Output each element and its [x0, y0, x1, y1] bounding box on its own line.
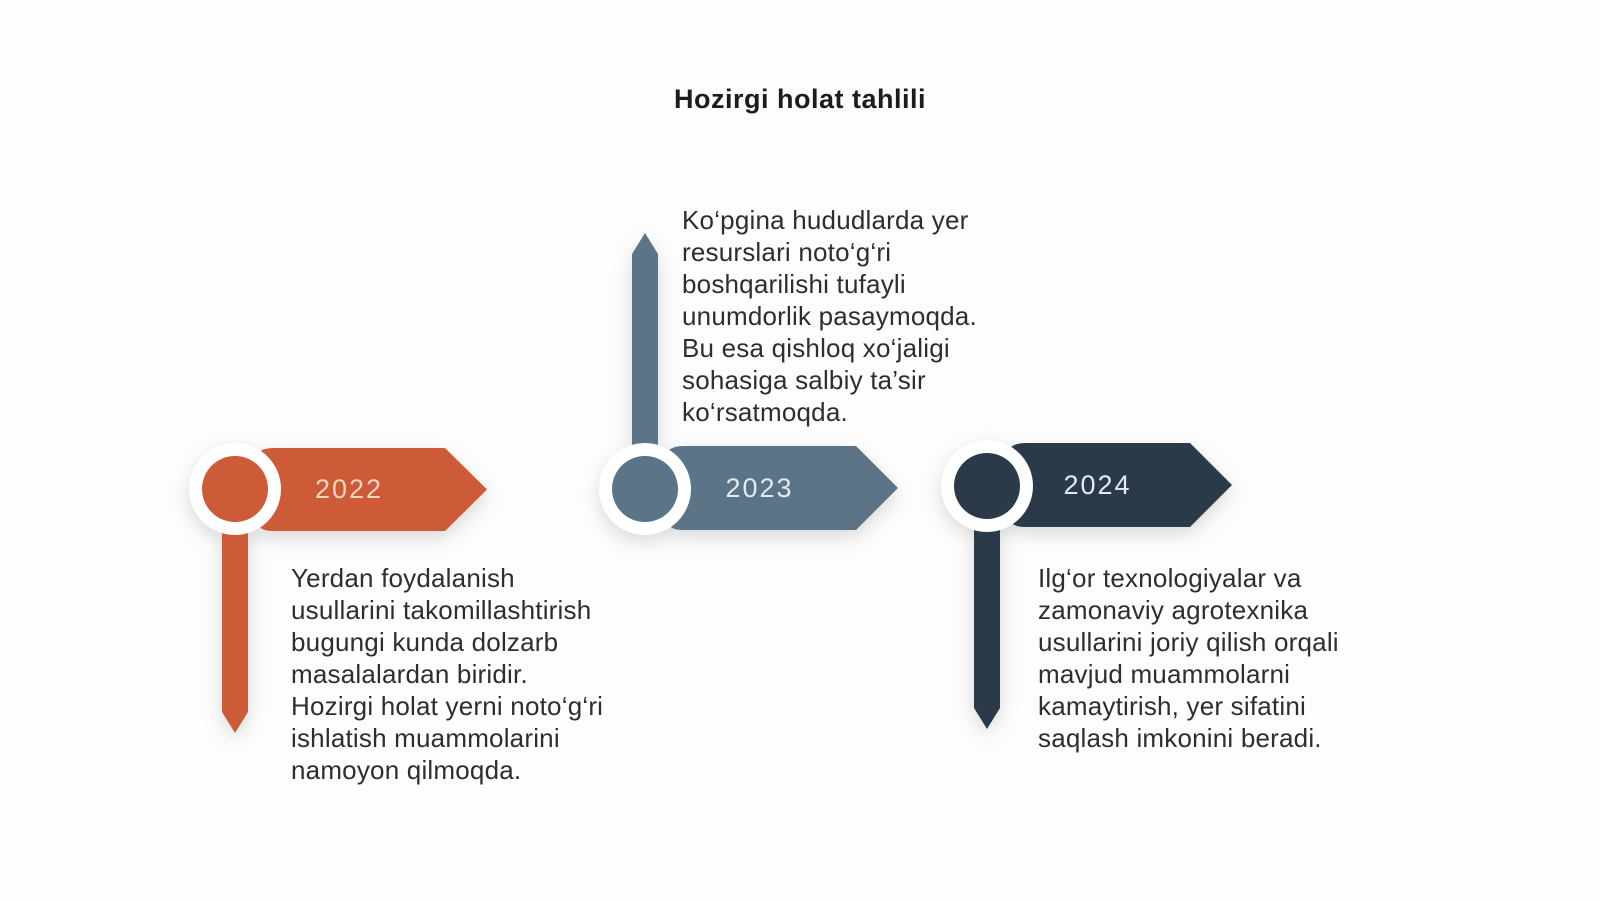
- milestone-2023-circle: [612, 456, 678, 522]
- milestone-2023-stem: [632, 233, 658, 475]
- milestone-2023-banner-arrow: [663, 446, 898, 530]
- milestone-2024-circle: [954, 453, 1020, 519]
- milestone-2024-group: [941, 440, 1232, 729]
- page-title: Hozirgi holat tahlili: [674, 84, 926, 114]
- milestone-2022-stem: [222, 505, 248, 733]
- milestone-2023-description: Ko‘pgina hududlarda yer resurslari noto‘…: [682, 205, 977, 427]
- milestone-2024-description: Ilg‘or texnologiyalar va zamonaviy agrot…: [1038, 563, 1339, 753]
- milestone-2022-banner-arrow: [253, 448, 487, 531]
- milestone-2022-description: Yerdan foydalanish usullarini takomillas…: [291, 563, 604, 785]
- milestone-2022-group: [189, 443, 487, 733]
- milestone-2024-year-label: 2024: [1063, 469, 1132, 500]
- milestone-2022-year-label: 2022: [314, 474, 384, 504]
- milestone-2024-banner-arrow: [1005, 443, 1232, 527]
- milestone-2023-group: [599, 233, 898, 535]
- milestone-2023-year-label: 2023: [725, 472, 794, 503]
- milestone-2022-circle: [202, 456, 268, 522]
- milestone-2024-stem: [974, 500, 1000, 729]
